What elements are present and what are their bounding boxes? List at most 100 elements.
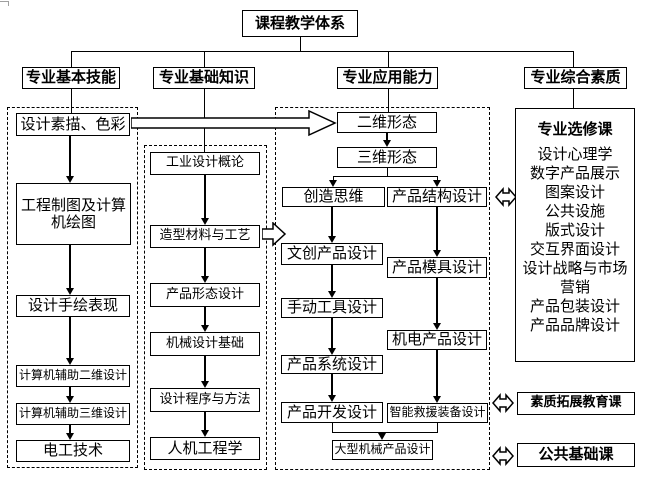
arrow-down-icon bbox=[328, 348, 336, 355]
elective-item: 公共设施 bbox=[544, 202, 605, 220]
node-design-sketch-color: 设计素描、色彩 bbox=[16, 113, 130, 136]
connector-line bbox=[204, 51, 205, 67]
arrow-down-icon bbox=[66, 396, 74, 403]
connector-line bbox=[387, 168, 388, 176]
arrow-line bbox=[436, 350, 438, 396]
elective-item: 产品包装设计 bbox=[529, 297, 620, 315]
elective-courses-title: 专业选修课 bbox=[537, 120, 613, 138]
node-product-development-design: 产品开发设计 bbox=[281, 402, 383, 423]
arrow-line bbox=[204, 307, 206, 325]
arrow-down-icon bbox=[201, 218, 209, 225]
root-node-title: 课程教学体系 bbox=[242, 10, 358, 37]
node-hand-tool-design: 手动工具设计 bbox=[281, 298, 383, 318]
connector-line bbox=[71, 51, 574, 52]
node-2d-form: 二维形态 bbox=[337, 112, 437, 133]
arrow-down-icon bbox=[201, 276, 209, 283]
elective-item: 设计战略与市场营销 bbox=[522, 259, 628, 296]
arrow-down-icon bbox=[433, 323, 441, 330]
node-intelligent-rescue-equipment-design: 智能救援装备设计 bbox=[387, 403, 488, 423]
arrow-line bbox=[204, 175, 206, 218]
node-mechanical-design-basics: 机械设计基础 bbox=[150, 332, 260, 356]
connector-line bbox=[437, 176, 438, 180]
arrow-line bbox=[69, 136, 71, 176]
arrow-line bbox=[204, 248, 206, 276]
connector-line bbox=[71, 89, 72, 113]
connector-line bbox=[300, 37, 301, 51]
arrow-down-icon bbox=[329, 180, 337, 187]
node-product-system-design: 产品系统设计 bbox=[281, 355, 383, 374]
arrow-line bbox=[331, 318, 333, 348]
group-applied-ability bbox=[275, 107, 490, 470]
big-right-arrow-icon bbox=[131, 110, 337, 137]
node-cultural-creative-product-design: 文创产品设计 bbox=[281, 243, 383, 265]
elective-item: 数字产品展示 bbox=[529, 164, 620, 182]
arrow-down-icon bbox=[433, 180, 441, 187]
node-cad-2d: 计算机辅助二维设计 bbox=[16, 365, 130, 387]
node-product-mold-design: 产品模具设计 bbox=[387, 257, 487, 278]
arrow-line bbox=[69, 425, 71, 433]
elective-item: 产品品牌设计 bbox=[529, 316, 620, 334]
arrow-line bbox=[331, 265, 333, 291]
arrow-down-icon bbox=[201, 381, 209, 388]
node-3d-form: 三维形态 bbox=[337, 147, 437, 168]
group-basic-knowledge bbox=[144, 145, 267, 470]
arrow-down-icon bbox=[383, 140, 391, 147]
elective-item: 图案设计 bbox=[544, 183, 605, 201]
node-materials-craft: 造型材料与工艺 bbox=[150, 225, 260, 248]
arrow-down-icon bbox=[378, 433, 386, 440]
elective-item: 版式设计 bbox=[544, 221, 605, 239]
arrow-line bbox=[386, 133, 388, 140]
node-cad-3d: 计算机辅助三维设计 bbox=[16, 403, 130, 425]
header-comprehensive-quality: 专业综合素质 bbox=[524, 67, 627, 89]
connector-line bbox=[332, 423, 333, 433]
connector-line bbox=[71, 51, 72, 67]
arrow-down-icon bbox=[201, 325, 209, 332]
node-product-structure-design: 产品结构设计 bbox=[387, 187, 487, 207]
connector-line bbox=[333, 176, 437, 177]
node-industrial-design-intro: 工业设计概论 bbox=[150, 152, 260, 175]
connector-line bbox=[437, 423, 438, 433]
double-arrow-icon bbox=[492, 393, 514, 413]
node-electromechanical-product-design: 机电产品设计 bbox=[387, 330, 487, 350]
arrow-down-icon bbox=[201, 430, 209, 437]
node-product-form-design: 产品形态设计 bbox=[150, 283, 260, 307]
corner-artifact bbox=[0, 1, 9, 6]
connector-line bbox=[332, 432, 438, 433]
arrow-down-icon bbox=[328, 395, 336, 402]
arrow-line bbox=[436, 278, 438, 323]
header-applied-ability: 专业应用能力 bbox=[337, 67, 438, 89]
double-arrow-icon bbox=[495, 187, 517, 207]
connector-line bbox=[388, 51, 389, 67]
connector-line bbox=[333, 176, 334, 180]
node-quality-expansion-course: 素质拓展教育课 bbox=[517, 392, 635, 415]
arrow-line bbox=[69, 317, 71, 358]
arrow-down-icon bbox=[328, 236, 336, 243]
node-creative-thinking: 创造思维 bbox=[282, 187, 385, 207]
arrow-down-icon bbox=[328, 291, 336, 298]
node-engineering-drawing: 工程制图及计算机绘图 bbox=[16, 183, 131, 245]
node-electrical-tech: 电工技术 bbox=[16, 440, 130, 462]
node-large-machinery-product-design: 大型机械产品设计 bbox=[332, 440, 433, 460]
header-basic-knowledge: 专业基础知识 bbox=[153, 67, 255, 89]
node-ergonomics: 人机工程学 bbox=[150, 437, 260, 460]
arrow-down-icon bbox=[66, 288, 74, 295]
connector-line bbox=[573, 51, 574, 67]
small-right-arrow-icon bbox=[262, 222, 287, 247]
arrow-line bbox=[69, 245, 71, 288]
arrow-line bbox=[204, 356, 206, 381]
arrow-down-icon bbox=[66, 433, 74, 440]
arrow-down-icon bbox=[66, 358, 74, 365]
arrow-line bbox=[436, 207, 438, 250]
node-hand-drawing: 设计手绘表现 bbox=[16, 295, 130, 317]
arrow-down-icon bbox=[433, 396, 441, 403]
node-public-basic-course: 公共基础课 bbox=[517, 443, 635, 467]
arrow-line bbox=[331, 374, 333, 395]
double-arrow-icon bbox=[492, 446, 514, 466]
elective-item: 交互界面设计 bbox=[529, 240, 620, 258]
header-basic-skills: 专业基本技能 bbox=[22, 67, 120, 89]
connector-line bbox=[388, 89, 389, 112]
arrow-line bbox=[69, 387, 71, 396]
arrow-down-icon bbox=[433, 250, 441, 257]
elective-item: 设计心理学 bbox=[537, 145, 613, 163]
